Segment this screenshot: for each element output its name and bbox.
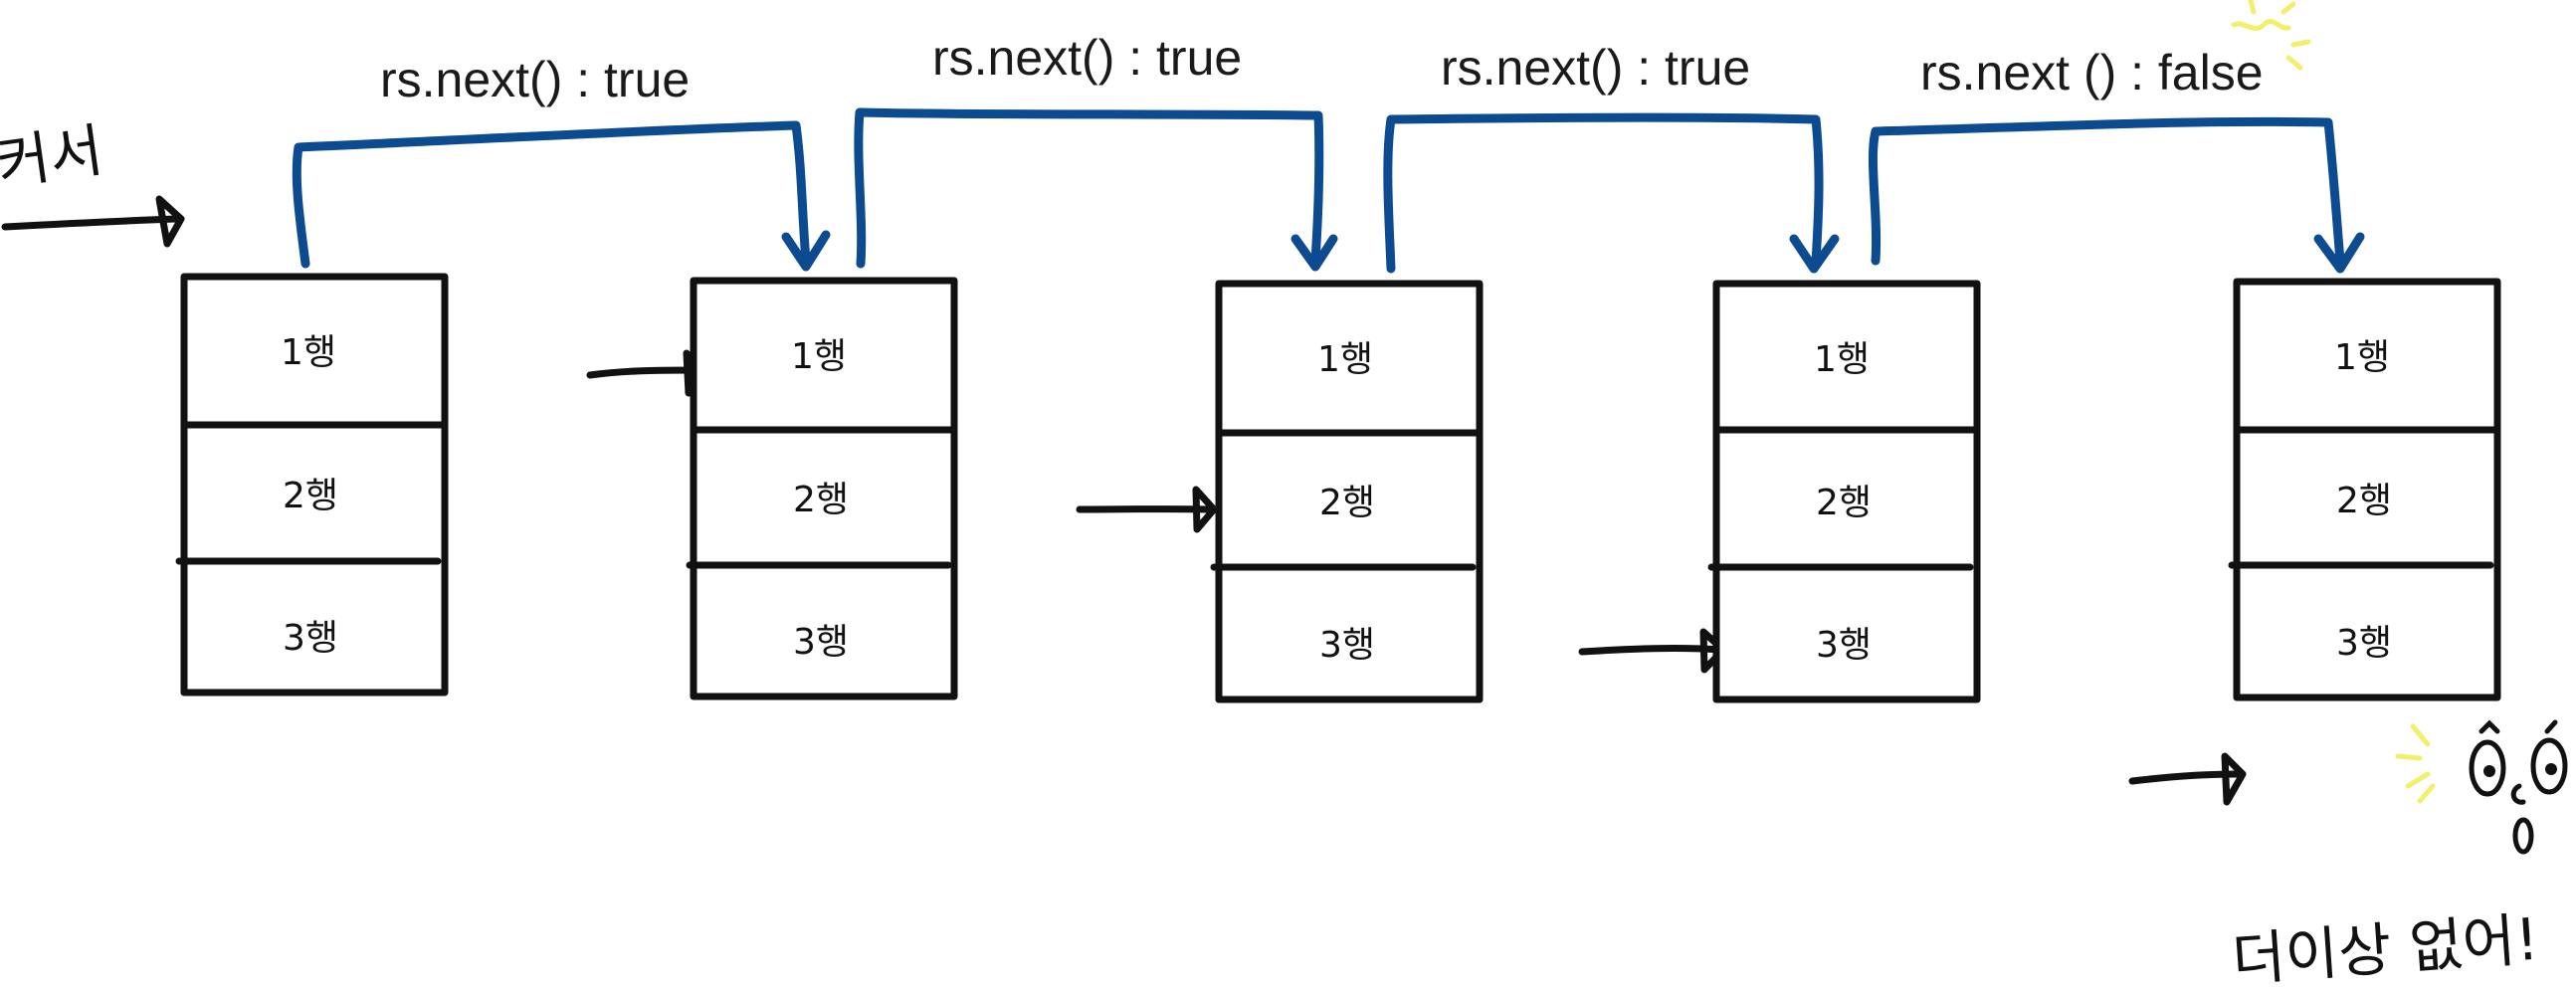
row-label-3: 3행 — [793, 622, 849, 663]
end-message: 더이상 없어! — [2230, 905, 2540, 994]
row-label-1: 1행 — [281, 332, 336, 373]
resultset-box-4: 1행 2행 3행 — [1711, 284, 1977, 699]
resultset-box-3: 1행 2행 3행 — [1214, 284, 1480, 699]
cursor-arrow-row-2 — [1080, 490, 1214, 529]
sweat-icon — [2398, 726, 2433, 801]
cursor-arrow-end — [2132, 756, 2243, 802]
cursor-label: 커서 — [0, 116, 107, 198]
row-label-2: 2행 — [2336, 481, 2392, 521]
row-label-2: 2행 — [793, 480, 849, 520]
resultset-box-2: 1행 2행 3행 — [690, 281, 954, 696]
resultset-box-5: 1행 2행 3행 — [2232, 282, 2497, 697]
resultset-box-1: 1행 2행 3행 — [179, 277, 445, 693]
row-label-1: 1행 — [1317, 339, 1373, 380]
row-label-2: 2행 — [1319, 483, 1375, 523]
step-connector-1 — [297, 125, 826, 267]
row-label-1: 1행 — [791, 336, 847, 377]
cursor-arrow-row-3 — [1582, 632, 1723, 670]
cursor-arrow-row-1 — [590, 353, 704, 393]
step-connector-2 — [859, 112, 1333, 267]
row-label-1: 1행 — [2334, 337, 2390, 378]
row-label-3: 3행 — [283, 618, 338, 659]
row-label-3: 3행 — [1816, 625, 1872, 666]
row-label-3: 3행 — [2336, 623, 2392, 664]
row-label-3: 3행 — [1319, 625, 1375, 666]
row-label-2: 2행 — [1816, 483, 1872, 523]
row-label-2: 2행 — [283, 476, 338, 516]
step-label-2: rs.next() : true — [932, 30, 1242, 86]
step-label-4: rs.next () : false — [1920, 45, 2264, 100]
cursor-arrow-initial — [5, 199, 181, 244]
step-connector-4 — [1873, 121, 2360, 269]
row-label-1: 1행 — [1814, 339, 1870, 380]
surprised-face-icon — [2472, 722, 2565, 852]
step-connector-3 — [1388, 117, 1835, 269]
step-label-1: rs.next() : true — [380, 52, 690, 107]
step-label-3: rs.next() : true — [1441, 40, 1750, 96]
